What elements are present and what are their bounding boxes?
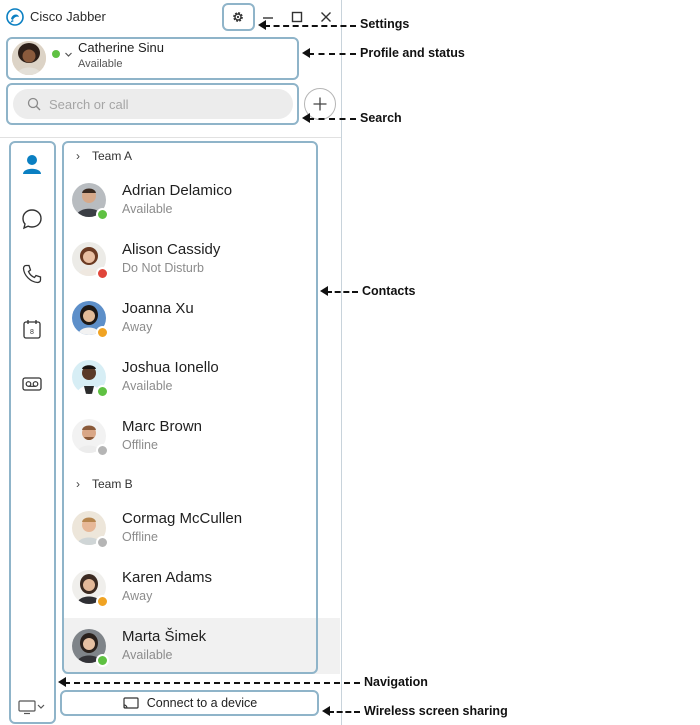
group-header-team-a[interactable]: ›Team A bbox=[76, 149, 133, 163]
callout-navigation: Navigation bbox=[364, 675, 428, 689]
arrow-line bbox=[64, 682, 360, 684]
callout-wireless: Wireless screen sharing bbox=[364, 704, 508, 718]
contact-name: Alison Cassidy bbox=[122, 241, 221, 258]
contact-status: Away bbox=[122, 320, 153, 334]
arrow-line bbox=[308, 53, 356, 55]
chevron-right-icon: › bbox=[76, 149, 80, 163]
contact-name: Joshua Ionello bbox=[122, 359, 219, 376]
arrow-line bbox=[328, 711, 360, 713]
callout-profile: Profile and status bbox=[360, 46, 465, 60]
contact-status: Available bbox=[122, 648, 173, 662]
contact-name: Marta Šimek bbox=[122, 628, 207, 645]
contact-status: Offline bbox=[122, 530, 158, 544]
presence-indicator bbox=[96, 208, 109, 221]
close-button[interactable] bbox=[315, 6, 337, 28]
settings-button[interactable] bbox=[227, 6, 249, 28]
group-header-team-b[interactable]: ›Team B bbox=[76, 477, 133, 491]
search-icon bbox=[27, 97, 41, 111]
callout-search: Search bbox=[360, 111, 402, 125]
gear-icon bbox=[233, 12, 243, 22]
arrow-line bbox=[326, 291, 358, 293]
nav-calls[interactable] bbox=[16, 258, 48, 290]
search-input[interactable] bbox=[13, 89, 293, 119]
chat-icon bbox=[22, 209, 42, 230]
avatar bbox=[12, 41, 46, 75]
arrow-head bbox=[320, 286, 328, 296]
close-icon bbox=[321, 12, 331, 22]
jabber-logo-icon bbox=[6, 8, 24, 26]
voicemail-icon bbox=[22, 377, 42, 391]
contact-row[interactable]: Alison Cassidy Do Not Disturb bbox=[64, 231, 340, 287]
monitor-chevron-icon bbox=[18, 700, 45, 715]
connect-label: Connect to a device bbox=[146, 696, 258, 710]
contact-row[interactable]: Marc Brown Offline bbox=[64, 408, 340, 464]
chevron-right-icon: › bbox=[76, 477, 80, 491]
plus-icon bbox=[313, 97, 327, 111]
contact-status: Available bbox=[122, 379, 173, 393]
arrow-head bbox=[302, 48, 310, 58]
callout-contacts: Contacts bbox=[362, 284, 416, 298]
contact-name: Cormag McCullen bbox=[122, 510, 243, 527]
cast-icon bbox=[123, 696, 139, 709]
contact-status: Offline bbox=[122, 438, 158, 452]
calendar-badge: 8 bbox=[30, 329, 34, 336]
nav-voicemail[interactable] bbox=[16, 368, 48, 400]
profile-name: Catherine Sinu bbox=[78, 40, 164, 55]
presence-indicator bbox=[96, 385, 109, 398]
jabber-window: Cisco Jabber bbox=[0, 0, 342, 725]
arrow-line bbox=[308, 118, 356, 120]
presence-indicator bbox=[96, 536, 109, 549]
contact-status: Away bbox=[122, 589, 153, 603]
contact-row[interactable]: Karen Adams Away bbox=[64, 559, 340, 615]
presence-indicator bbox=[96, 595, 109, 608]
contact-name: Marc Brown bbox=[122, 418, 203, 435]
presence-indicator bbox=[96, 267, 109, 280]
connect-to-device-button[interactable]: Connect to a device bbox=[63, 692, 317, 714]
profile-status: Available bbox=[78, 58, 123, 70]
nav-contacts[interactable] bbox=[16, 148, 48, 180]
maximize-icon bbox=[291, 11, 303, 23]
arrow-head bbox=[58, 677, 66, 687]
callout-settings: Settings bbox=[360, 17, 410, 31]
contact-name: Karen Adams bbox=[122, 569, 213, 586]
screen-share-device-button[interactable] bbox=[17, 696, 47, 718]
maximize-button[interactable] bbox=[286, 6, 308, 28]
contact-row[interactable]: Joanna Xu Away bbox=[64, 290, 340, 346]
calendar-icon: 8 bbox=[23, 320, 41, 339]
avatar bbox=[72, 629, 106, 663]
contact-row[interactable]: Adrian Delamico Available bbox=[64, 172, 340, 228]
contacts-icon bbox=[23, 155, 41, 174]
header-divider bbox=[0, 137, 341, 138]
minimize-icon bbox=[263, 17, 273, 19]
contact-row[interactable]: Joshua Ionello Available bbox=[64, 349, 340, 405]
contact-name: Adrian Delamico bbox=[122, 182, 233, 199]
avatar bbox=[72, 419, 106, 453]
arrow-line bbox=[264, 25, 356, 27]
profile-status-area[interactable]: Catherine Sinu Available bbox=[6, 38, 298, 79]
arrow-head bbox=[322, 706, 330, 716]
arrow-head bbox=[258, 20, 266, 30]
contact-name: Joanna Xu bbox=[122, 300, 194, 317]
avatar-portrait bbox=[12, 41, 46, 75]
app-title: Cisco Jabber bbox=[30, 9, 106, 24]
minimize-button[interactable] bbox=[257, 6, 279, 28]
presence-indicator bbox=[96, 326, 109, 339]
nav-meetings[interactable]: 8 bbox=[16, 313, 48, 345]
presence-indicator bbox=[96, 654, 109, 667]
chevron-down-icon[interactable] bbox=[64, 50, 73, 59]
arrow-head bbox=[302, 113, 310, 123]
title-bar: Cisco Jabber bbox=[0, 0, 342, 34]
phone-icon bbox=[22, 264, 42, 284]
nav-chat[interactable] bbox=[16, 203, 48, 235]
contact-row[interactable]: Cormag McCullen Offline bbox=[64, 500, 340, 556]
presence-indicator bbox=[52, 50, 60, 58]
presence-indicator bbox=[96, 444, 109, 457]
contact-row[interactable]: Marta Šimek Available bbox=[64, 618, 340, 674]
contact-status: Do Not Disturb bbox=[122, 261, 204, 275]
contact-status: Available bbox=[122, 202, 173, 216]
